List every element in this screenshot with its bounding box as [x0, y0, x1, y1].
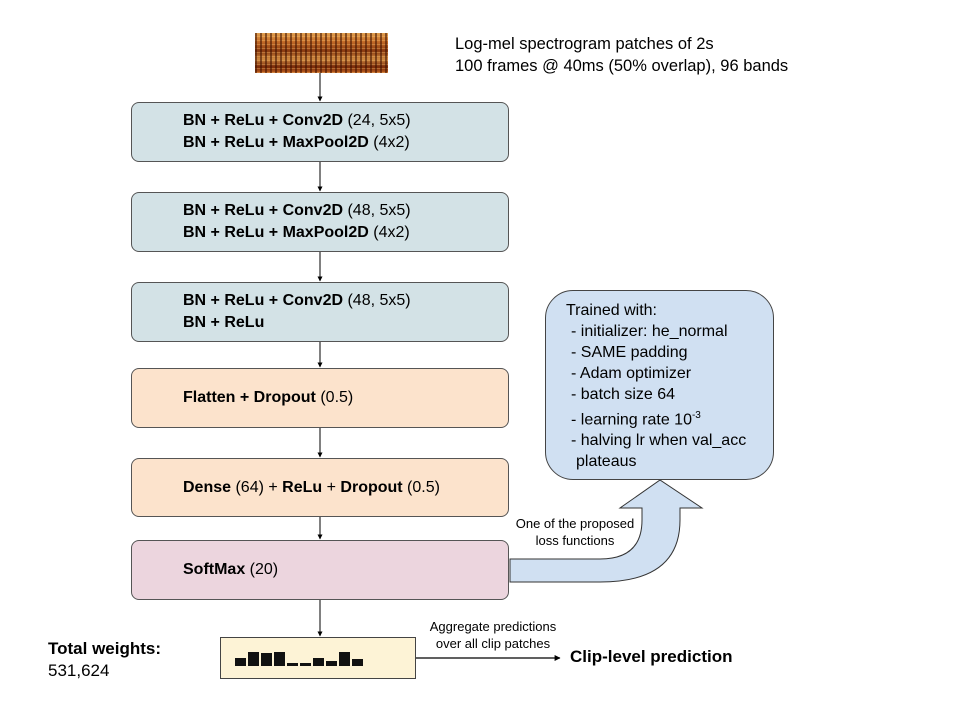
conv-block-2-line2-bold: BN + ReLu + MaxPool2D — [183, 224, 369, 241]
conv-block-1-line1-bold: BN + ReLu + Conv2D — [183, 112, 344, 129]
clip-level-prediction-label: Clip-level prediction — [570, 647, 733, 666]
prediction-bar — [339, 652, 350, 666]
dense-block: Dense (64) + ReLu + Dropout (0.5) — [131, 458, 509, 517]
total-weights-label: Total weights: — [48, 639, 162, 658]
input-caption-line1: Log-mel spectrogram patches of 2s — [455, 35, 714, 53]
conv-block-3: BN + ReLu + Conv2D (48, 5x5) BN + ReLu — [131, 282, 509, 342]
flatten-dropout-rate: (0.5) — [315, 389, 354, 406]
conv-block-2-line1-params: (48, 5x5) — [343, 202, 411, 219]
conv-block-2-line2-params: (4x2) — [368, 224, 410, 241]
aggregate-note-line2: over all clip patches — [435, 636, 551, 651]
dense-plus: + — [322, 478, 341, 496]
training-item-initializer: - initializer: he_normal — [571, 323, 728, 340]
prediction-bar — [326, 661, 337, 666]
flatten-dropout-label: Flatten + Dropout — [183, 389, 316, 406]
training-item-learning-rate: - learning rate 10-3 — [566, 405, 773, 430]
dense-dropout-label: Dropout — [340, 478, 403, 496]
flatten-dropout-block: Flatten + Dropout (0.5) — [131, 368, 509, 428]
learning-rate-exponent: -3 — [691, 410, 701, 421]
conv-block-3-line1-params: (48, 5x5) — [343, 292, 411, 309]
prediction-bar — [235, 658, 246, 666]
dense-relu-label: ReLu — [282, 478, 323, 496]
conv-block-1-line2-params: (4x2) — [368, 134, 410, 151]
softmax-classes: (20) — [245, 561, 279, 578]
learning-rate-text: - learning rate 10 — [571, 411, 692, 429]
loss-curved-arrow — [509, 479, 704, 583]
conv-block-1-line1-params: (24, 5x5) — [343, 112, 411, 129]
softmax-block: SoftMax (20) — [131, 540, 509, 600]
dense-label: Dense — [183, 478, 232, 496]
conv-block-2: BN + ReLu + Conv2D (48, 5x5) BN + ReLu +… — [131, 192, 509, 252]
training-item-halving-line2: plateaus — [576, 453, 637, 471]
conv-block-3-line2-bold: BN + ReLu — [183, 314, 265, 331]
conv-block-1-line2-bold: BN + ReLu + MaxPool2D — [183, 134, 369, 151]
total-weights: Total weights: 531,624 — [48, 638, 161, 682]
training-item-padding: - SAME padding — [571, 344, 688, 361]
training-item-batch-size: - batch size 64 — [571, 386, 676, 403]
prediction-bar — [313, 658, 324, 666]
loss-note-line1: One of the proposed — [515, 516, 635, 531]
training-item-halving-line1: - halving lr when val_acc — [571, 432, 747, 450]
prediction-bar — [248, 652, 259, 666]
conv-block-1: BN + ReLu + Conv2D (24, 5x5) BN + ReLu +… — [131, 102, 509, 162]
total-weights-value: 531,624 — [48, 661, 110, 680]
training-notes-box: Trained with: - initializer: he_normal -… — [545, 290, 774, 480]
input-caption-line2: 100 frames @ 40ms (50% overlap), 96 band… — [455, 57, 789, 75]
softmax-label: SoftMax — [183, 561, 246, 578]
conv-block-2-line1-bold: BN + ReLu + Conv2D — [183, 202, 344, 219]
training-item-optimizer: - Adam optimizer — [571, 365, 692, 382]
spectrogram-image — [255, 33, 388, 73]
conv-block-3-line1-bold: BN + ReLu + Conv2D — [183, 292, 344, 309]
prediction-bars-box — [220, 637, 416, 679]
training-title: Trained with: — [566, 302, 657, 319]
dense-dropout-rate: (0.5) — [402, 478, 440, 496]
prediction-bar — [274, 652, 285, 666]
prediction-bar — [261, 653, 272, 666]
loss-note: One of the proposed loss functions — [500, 515, 650, 549]
input-caption: Log-mel spectrogram patches of 2s 100 fr… — [455, 33, 788, 77]
prediction-bar — [287, 663, 298, 666]
dense-units: (64) + — [231, 478, 283, 496]
prediction-bar — [300, 663, 311, 666]
aggregate-note-line1: Aggregate predictions — [429, 619, 557, 634]
prediction-bar — [352, 659, 363, 666]
loss-note-line2: loss functions — [535, 533, 615, 548]
aggregate-note: Aggregate predictions over all clip patc… — [418, 618, 568, 652]
